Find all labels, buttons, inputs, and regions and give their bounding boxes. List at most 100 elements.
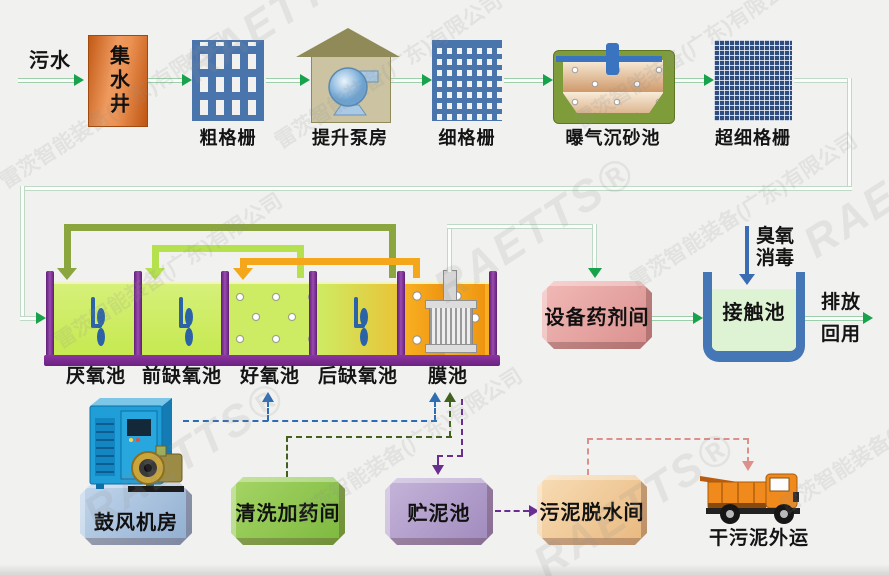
cleaning-chem-line	[286, 436, 452, 438]
flow-arrow-icon	[422, 74, 432, 86]
dump-truck-icon	[700, 473, 800, 524]
recycle-line-olive	[389, 224, 396, 278]
flow-arrow-icon	[182, 74, 192, 86]
tank-label: 前缺氧池	[141, 366, 222, 387]
pipe-inflow	[18, 78, 76, 83]
tank-label: 膜池	[427, 366, 468, 387]
ozone-label: 臭氧 消毒	[756, 226, 808, 270]
mixer-impeller-icon	[179, 297, 193, 346]
tank-wall	[46, 271, 54, 356]
ozone-label-line2: 消毒	[756, 248, 795, 269]
flow-arrow-icon	[74, 74, 84, 86]
pump-house-icon	[311, 56, 391, 123]
pipe-permeate	[592, 224, 597, 270]
sludge-storage-box: 贮泥池	[385, 478, 493, 545]
cleaning-room-label: 清洗加药间	[235, 502, 341, 525]
air-line	[267, 401, 269, 421]
recycle-line-lightgreen	[152, 245, 304, 252]
flow-arrow-icon	[863, 312, 873, 324]
recycle-arrow-icon	[145, 268, 165, 280]
blower-icon	[89, 398, 184, 492]
air-line	[183, 420, 437, 422]
cleaning-chem-arrow-icon	[444, 392, 456, 402]
flow-arrow-icon	[588, 268, 602, 278]
cleaning-chem-line	[286, 436, 288, 477]
air-arrow-icon	[429, 392, 441, 402]
dry-sludge-line	[587, 438, 589, 475]
pipe	[148, 78, 182, 83]
contact-tank-label: 接触池	[722, 302, 786, 324]
collecting-well-label: 集水井	[106, 45, 129, 117]
tank-wall	[134, 271, 142, 356]
watermark-text: RAETTS®	[794, 101, 889, 268]
coarse-screen-icon	[192, 40, 264, 121]
pipe-loop	[847, 78, 852, 190]
watermark-text: 雷茨智能装备(广东)有限公司	[626, 129, 862, 294]
mixer-impeller-icon	[354, 297, 368, 346]
contact-tank: 接触池	[703, 272, 805, 362]
tank-wall	[489, 271, 497, 356]
blower-room-label: 鼓风机房	[94, 512, 178, 534]
recycle-line-orange	[413, 258, 420, 278]
sludge-line	[437, 455, 463, 457]
reuse-label: 回用	[820, 324, 861, 345]
chemical-room-box: 设备药剂间	[542, 281, 652, 349]
blower-room-box: 鼓风机房	[80, 483, 192, 545]
fine-screen-icon	[432, 40, 502, 121]
tank-label: 好氧池	[239, 366, 300, 387]
sludge-line	[437, 455, 439, 467]
membrane-module-icon	[429, 308, 473, 344]
sludge-line	[461, 399, 463, 455]
recycle-line-olive	[64, 224, 71, 268]
grit-chamber-pipe-icon	[606, 43, 619, 75]
sludge-arrow-icon	[432, 465, 444, 475]
air-arrow-icon	[262, 392, 274, 402]
chemical-room-label: 设备药剂间	[544, 306, 650, 329]
dry-sludge-arrow-icon	[742, 461, 754, 471]
ultrafine-screen-label: 超细格栅	[715, 128, 791, 148]
sludge-arrow-icon	[529, 505, 539, 517]
truck-label: 干污泥外运	[708, 528, 809, 549]
collecting-well: 集水井	[88, 35, 148, 127]
dewatering-room-label: 污泥脱水间	[539, 501, 645, 524]
pipe-loop	[20, 186, 852, 191]
dry-sludge-line	[747, 438, 749, 463]
ozone-arrow-icon	[739, 274, 755, 285]
flow-arrow-icon	[300, 74, 310, 86]
ultrafine-screen-icon	[714, 40, 792, 121]
pump-house-label: 提升泵房	[312, 128, 388, 148]
pipe	[391, 78, 422, 83]
coarse-screen-label: 粗格栅	[199, 128, 257, 148]
pipe-permeate	[447, 226, 452, 272]
pipe-loop	[20, 186, 25, 320]
flow-arrow-icon	[693, 312, 703, 324]
pipe	[675, 78, 704, 83]
pump-icon	[328, 67, 379, 116]
contact-tank-liquid	[712, 289, 796, 351]
tank-wall	[397, 271, 405, 356]
recycle-arrow-icon	[57, 268, 77, 280]
pump-house-roof-icon	[296, 28, 400, 57]
pipe	[266, 78, 300, 83]
membrane-module-icon	[425, 344, 477, 353]
fine-screen-label: 细格栅	[438, 128, 496, 148]
ozone-label-line1: 臭氧	[756, 226, 795, 247]
tank-wall	[221, 271, 229, 356]
sludge-line	[495, 510, 529, 512]
aerobic-tank-liquid	[229, 282, 309, 357]
flow-arrow-icon	[36, 312, 46, 324]
ozone-arrow-line	[745, 226, 749, 276]
inflow-label: 污水	[29, 50, 71, 72]
bottom-shade	[0, 564, 889, 576]
sludge-storage-label: 贮泥池	[407, 503, 471, 525]
grit-chamber-label: 曝气沉砂池	[565, 128, 661, 148]
recycle-line-olive	[64, 224, 396, 231]
dry-sludge-line	[587, 438, 749, 440]
recycle-line-orange	[240, 258, 247, 268]
pipe-permeate	[447, 224, 597, 229]
pipe	[652, 316, 693, 321]
pipe-loop	[20, 316, 36, 321]
recycle-arrow-icon	[233, 268, 253, 280]
pipe-loop	[794, 78, 852, 83]
